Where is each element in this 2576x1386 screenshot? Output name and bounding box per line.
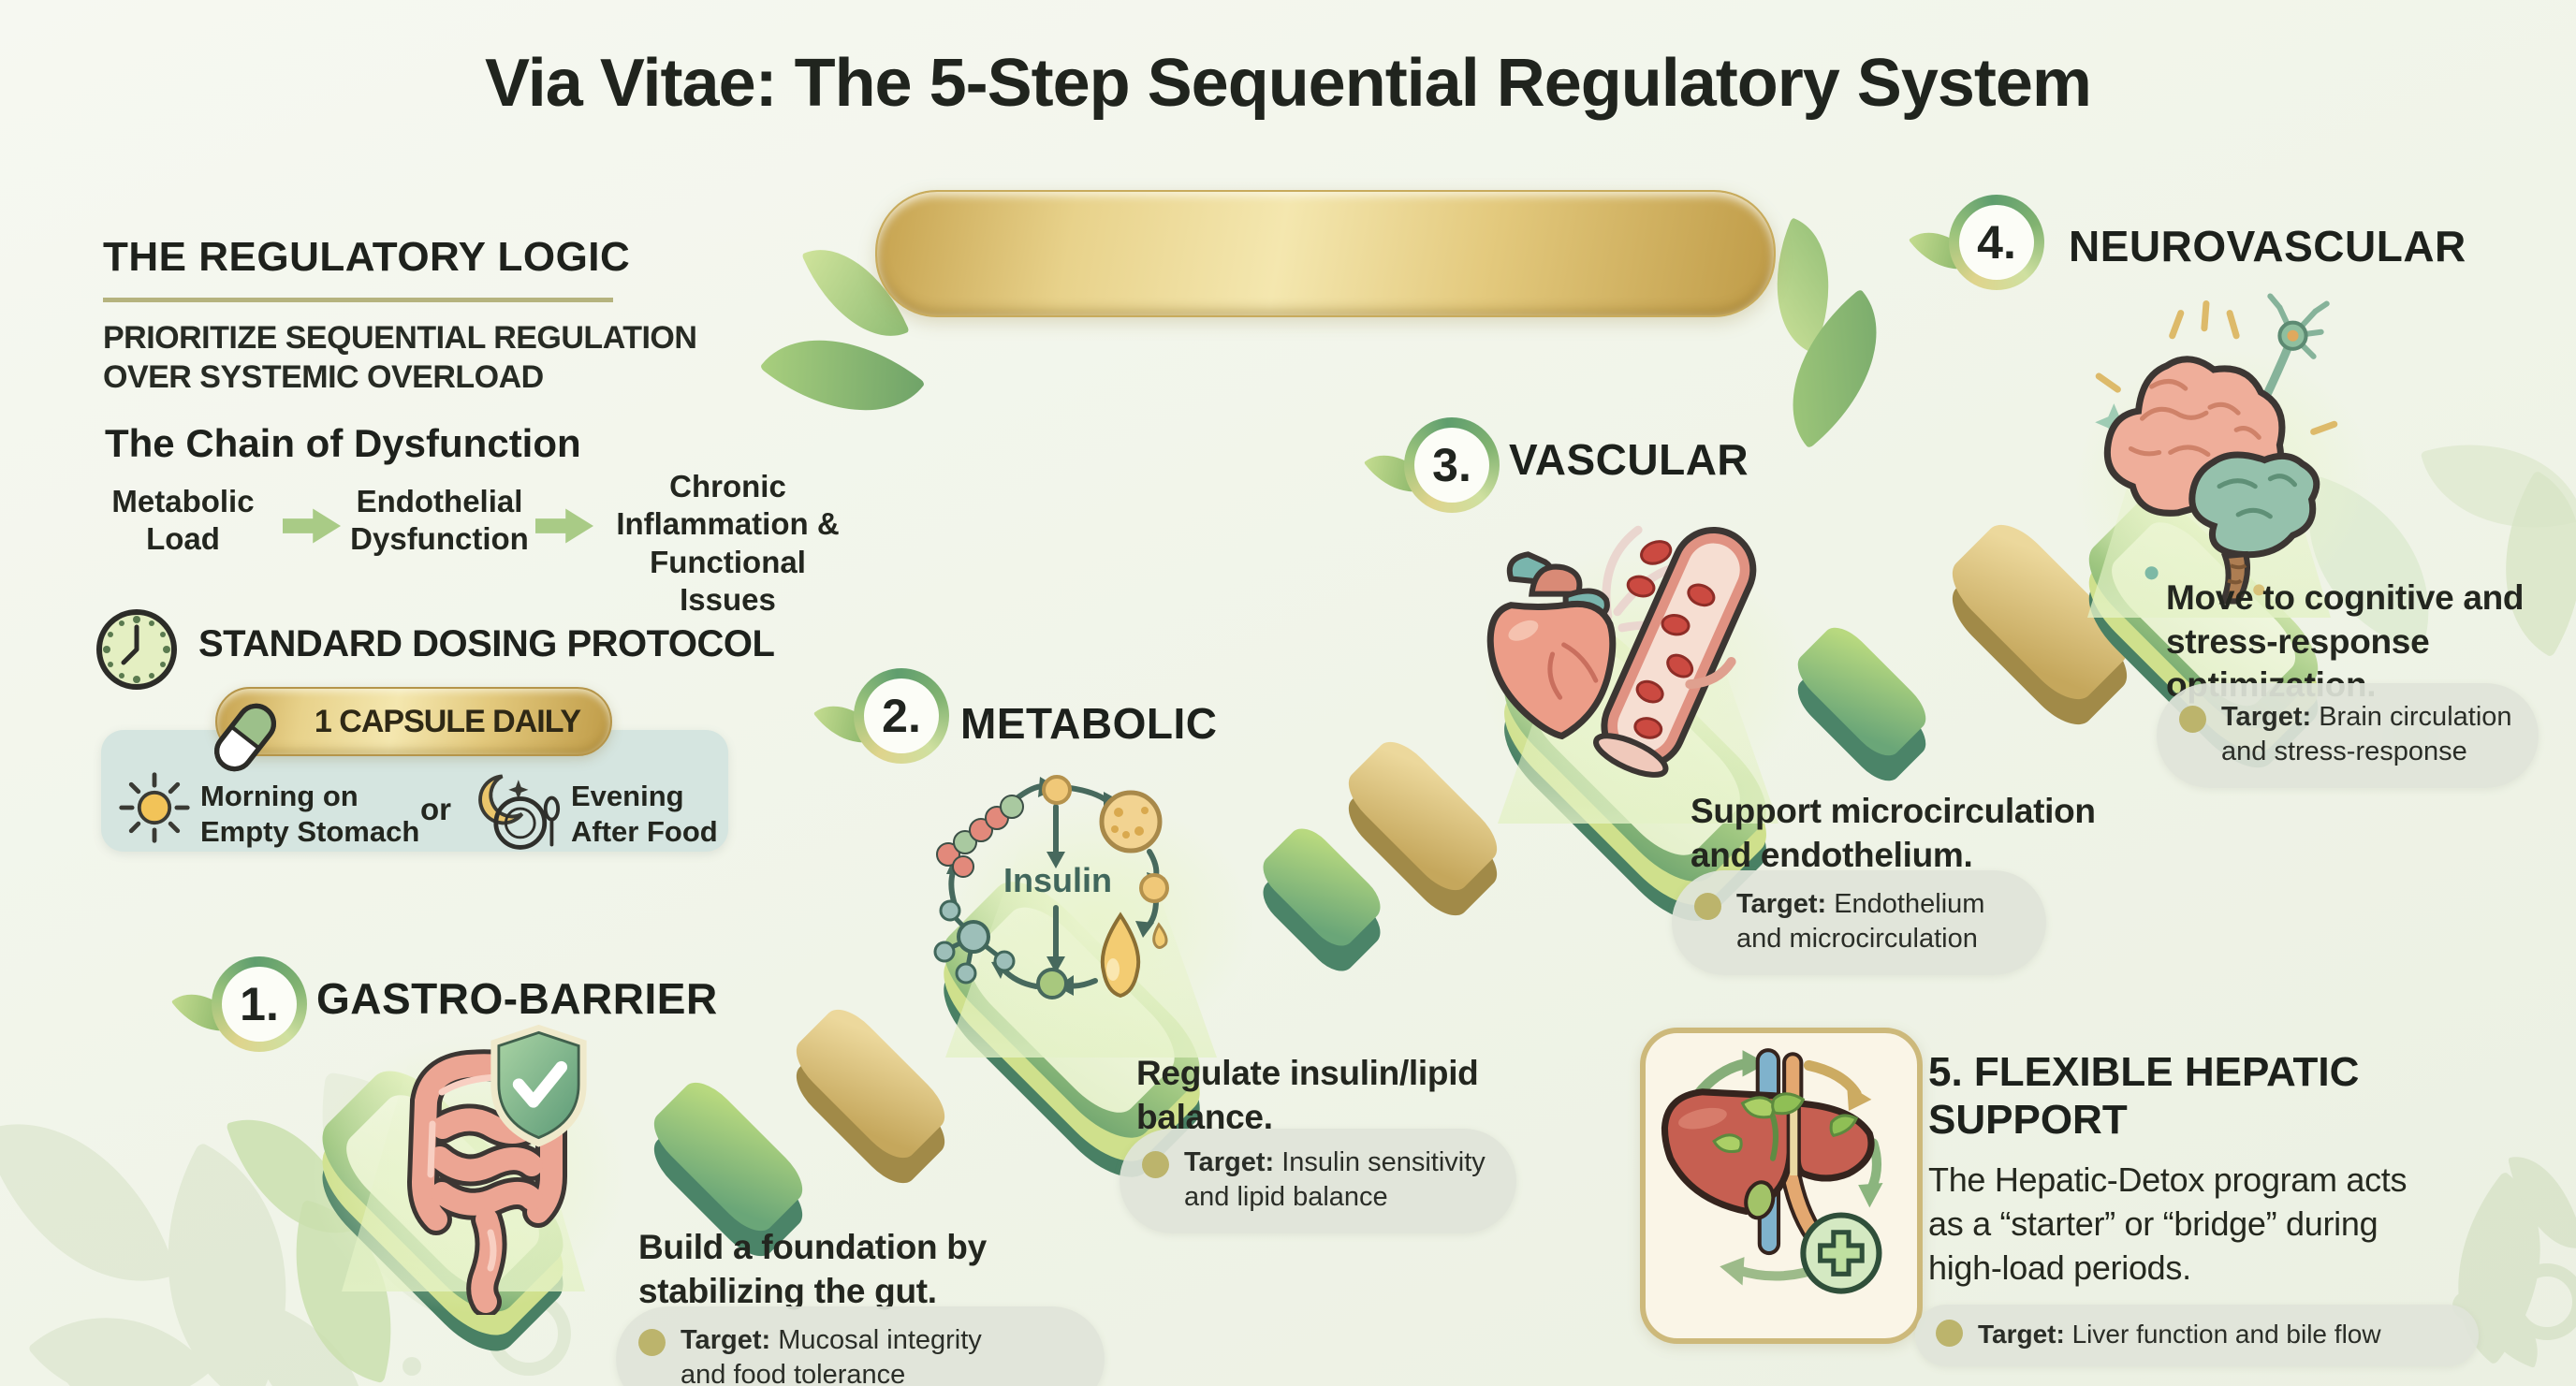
step-1-badge: 1.: [170, 956, 307, 1052]
bullet-dot-icon: [1142, 1151, 1169, 1178]
target-label: Target:: [1184, 1147, 1275, 1177]
step-4-target-text: Target: Brain circulation and stress-res…: [2221, 700, 2512, 769]
heading-underline: [103, 298, 613, 302]
flow-arrow-icon: [283, 508, 341, 544]
step-3-description: Support microcirculation and endothelium…: [1690, 792, 2096, 874]
step-4-badge: 4.: [1908, 195, 2044, 290]
step-5-description: The Hepatic-Detox program acts as a “sta…: [1928, 1160, 2408, 1287]
badge-ring: [854, 668, 949, 764]
clock-icon: [96, 609, 177, 690]
dot-shape: [66, 1362, 94, 1386]
chain-item-metabolic-load: Metabolic Load: [111, 484, 255, 557]
step-4-name: NEUROVASCULAR: [2069, 222, 2466, 270]
target-label: Target:: [2221, 702, 2312, 732]
step-3-target-text: Target: Endothelium and microcirculation: [1736, 887, 1984, 956]
flow-arrow-icon: [535, 508, 593, 544]
target-label: Target:: [681, 1325, 771, 1355]
badge-ring: [1404, 417, 1500, 513]
chain-heading: The Chain of Dysfunction: [105, 421, 581, 465]
insulin-cycle-illustration: [933, 775, 1169, 999]
sun-icon: [119, 772, 190, 843]
step-4-number: 4.: [1977, 216, 2016, 269]
target-value: Liver function and bile flow: [2071, 1320, 2381, 1349]
gold-banner: [875, 190, 1776, 317]
step-1-description: Build a foundation by stabilizing the gu…: [638, 1228, 987, 1310]
step-3-name: VASCULAR: [1509, 435, 1749, 484]
capsule-daily-label: 1 CAPSULE DAILY: [314, 703, 581, 739]
capsule-icon: [214, 703, 276, 772]
leaf-shape: [0, 1087, 177, 1319]
bullet-dot-icon: [638, 1329, 666, 1356]
step-2-description: Regulate insulin/lipid balance.: [1136, 1054, 1479, 1136]
brain-neuron-illustration: [2095, 293, 2338, 605]
dosing-heading: STANDARD DOSING PROTOCOL: [198, 623, 775, 664]
moon-plate-icon: [478, 774, 561, 850]
bullet-dot-icon: [1936, 1320, 1963, 1347]
heart-vessel-illustration: [1486, 525, 1757, 778]
leaf-icon: [1750, 288, 1919, 449]
target-value: Mucosal integrity and food tolerance: [681, 1325, 982, 1386]
bullet-dot-icon: [2179, 706, 2206, 733]
step-2-target-text: Target: Insulin sensitivity and lipid ba…: [1184, 1145, 1486, 1215]
shield-check-icon: [490, 1024, 587, 1147]
step-3-badge: 3.: [1363, 417, 1500, 513]
target-label: Target:: [1736, 889, 1827, 919]
step-4-target-pill: Target: Brain circulation and stress-res…: [2157, 683, 2539, 789]
morning-option-label: Morning on Empty Stomach: [200, 780, 420, 848]
or-label: or: [420, 792, 451, 826]
page-title: Via Vitae: The 5-Step Sequential Regulat…: [485, 46, 2092, 121]
badge-ring: [1949, 195, 2044, 290]
target-value: Insulin sensitivity and lipid balance: [1184, 1147, 1486, 1213]
step-1-target-text: Target: Mucosal integrity and food toler…: [681, 1323, 982, 1386]
step-1-number: 1.: [240, 978, 279, 1030]
step-2-name: METABOLIC: [960, 699, 1218, 748]
dot-shape: [183, 1249, 207, 1274]
target-value: Brain circulation and stress-response: [2221, 702, 2512, 767]
step-3-number: 3.: [1432, 439, 1471, 491]
step-2-badge: 2.: [812, 668, 949, 764]
evening-option-label: Evening After Food: [571, 780, 718, 848]
regulatory-logic-subheading: PRIORITIZE SEQUENTIAL REGULATION OVER SY…: [103, 320, 697, 396]
insulin-label: Insulin: [1003, 861, 1112, 899]
step-2-number: 2.: [882, 690, 921, 742]
chain-item-endothelial-dysfunction: Endothelial Dysfunction: [350, 484, 529, 557]
capsule-daily-pill: 1 CAPSULE DAILY: [215, 687, 612, 756]
step-5-heading: 5. FLEXIBLE HEPATIC SUPPORT: [1928, 1049, 2360, 1144]
step-3-target-pill: Target: Endothelium and microcirculation: [1672, 870, 2046, 976]
badge-ring: [212, 956, 307, 1052]
dot-shape: [402, 1357, 421, 1376]
step-5-target-pill: Target: Liver function and bile flow: [1915, 1305, 2479, 1366]
step-1-target-pill: Target: Mucosal integrity and food toler…: [616, 1306, 1105, 1386]
ring-shape: [2509, 1263, 2576, 1340]
chain-item-chronic-inflammation: Chronic Inflammation & Functional Issues: [616, 469, 840, 617]
step-1-name: GASTRO-BARRIER: [316, 974, 718, 1023]
step-5-target-text: Target: Liver function and bile flow: [1978, 1318, 2381, 1351]
liver-illustration: [1661, 1048, 1883, 1294]
target-label: Target:: [1978, 1320, 2065, 1349]
target-value: Endothelium and microcirculation: [1736, 889, 1985, 955]
regulatory-logic-heading: THE REGULATORY LOGIC: [103, 234, 631, 280]
step-2-target-pill: Target: Insulin sensitivity and lipid ba…: [1120, 1129, 1516, 1234]
bullet-dot-icon: [1694, 893, 1721, 920]
